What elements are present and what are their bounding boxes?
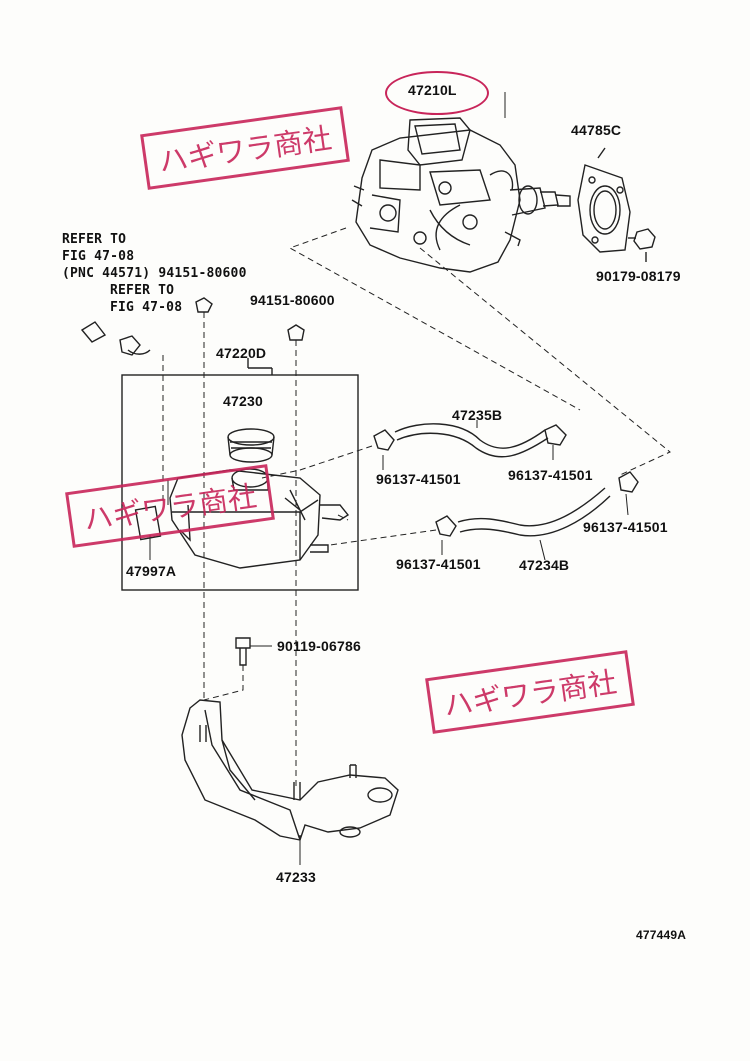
label-90179: 90179-08179 (596, 268, 681, 284)
label-96137-d: 96137-41501 (396, 556, 481, 572)
label-47220d: 47220D (216, 345, 267, 361)
bracket-47233-drawing (181, 699, 399, 841)
hose-47235b (394, 423, 546, 449)
clip-a (373, 429, 395, 451)
reference-code: 477449A (636, 928, 687, 942)
label-96137-a: 96137-41501 (376, 471, 461, 487)
label-47233: 47233 (276, 869, 316, 885)
label-44785c: 44785C (571, 122, 622, 138)
label-96137-c: 96137-41501 (583, 519, 668, 535)
label-47234b: 47234B (519, 557, 570, 573)
label-refer-1c: (PNC 44571) 94151-80600 (62, 266, 247, 281)
gasket-drawing (577, 164, 631, 253)
hose-end-left (80, 321, 107, 343)
label-refer-2a: REFER TO (110, 283, 175, 298)
clip-d (435, 515, 457, 537)
label-96137-b: 96137-41501 (508, 467, 593, 483)
grommet-94151-b (287, 324, 305, 341)
label-47997a: 47997A (126, 563, 177, 579)
label-47230: 47230 (223, 393, 263, 409)
brake-actuator-drawing (351, 117, 571, 273)
label-sheet (134, 505, 162, 541)
label-47210l: 47210L (408, 82, 457, 98)
reservoir-cap-drawing (227, 428, 275, 463)
reservoir-box (121, 374, 359, 591)
reservoir-tank-drawing (169, 468, 350, 569)
nut-90179-drawing (633, 228, 656, 250)
label-refer-2b: FIG 47-08 (110, 300, 183, 315)
hose-47234b (457, 487, 606, 527)
grommet-94151 (195, 297, 213, 313)
label-94151: 94151-80600 (250, 292, 335, 308)
bolt-90119 (235, 637, 251, 666)
label-refer-1b: FIG 47-08 (62, 249, 135, 264)
label-refer-1a: REFER TO (62, 232, 127, 247)
label-90119: 90119-06786 (277, 638, 361, 654)
highlight-oval (385, 71, 489, 115)
clip-b (544, 424, 567, 446)
clip-c (618, 471, 639, 493)
label-47235b: 47235B (452, 407, 503, 423)
